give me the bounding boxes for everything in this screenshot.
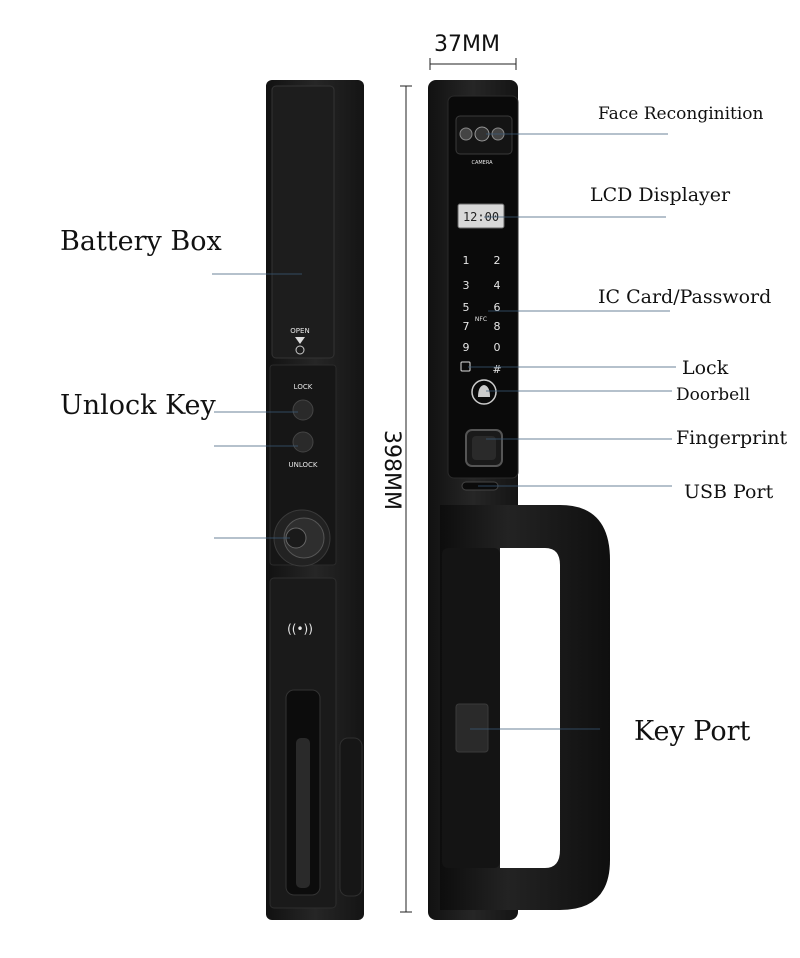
lock-marking: LOCK: [294, 383, 313, 391]
camera-text: CAMERA: [471, 160, 493, 166]
usb-port-label: USB Port: [684, 481, 774, 503]
mortise-latch: [339, 737, 363, 897]
screw-icon: [295, 345, 305, 355]
doorbell-label: Doorbell: [676, 385, 751, 405]
handle-opening: [500, 548, 560, 868]
width-dimension-line: [429, 58, 517, 70]
thumb-turn-knob: [273, 509, 331, 567]
key-1: 1: [463, 254, 470, 267]
key-port-label: Key Port: [634, 716, 751, 747]
inner-lock-body: OPEN LOCK UNLOCK ((•)): [266, 80, 364, 920]
bell-glyph-icon: [478, 385, 490, 397]
camera-module: CAMERA: [455, 115, 513, 166]
battery-box: [271, 85, 335, 359]
unlock-key-button: [292, 431, 314, 453]
lcd-displayer-label: LCD Displayer: [590, 184, 731, 206]
nfc-marking: NFC: [475, 316, 487, 323]
key-2: 2: [494, 254, 501, 267]
lcd-screen: [457, 203, 505, 229]
lcd-time: 12:00: [463, 210, 499, 224]
open-indicator: OPEN: [290, 327, 310, 355]
lock-label: Lock: [682, 357, 729, 379]
ic-card-password-label: IC Card/Password: [598, 286, 772, 308]
key-9: 9: [463, 341, 470, 354]
battery-box-label: Battery Box: [60, 226, 222, 257]
key-5: 5: [463, 301, 470, 314]
key-port-cover: [455, 703, 489, 753]
leader-lines: [212, 133, 676, 730]
keypad: 1 2 3 4 5 6 NFC 7 8 9 0 #: [460, 254, 502, 376]
unlock-key-label: Unlock Key: [60, 390, 216, 421]
key-hash: #: [492, 363, 501, 376]
unlock-marking: UNLOCK: [289, 461, 318, 469]
key-6: 6: [494, 301, 501, 314]
key-8: 8: [494, 320, 501, 333]
face-recognition-label: Face Reconginition: [598, 104, 764, 124]
key-7: 7: [463, 320, 470, 333]
front-panel: [447, 95, 519, 479]
key-0: 0: [494, 341, 501, 354]
lock-key-button: [292, 399, 314, 421]
width-dimension-label: 37MM: [434, 32, 500, 57]
height-dimension-label: 398MM: [379, 430, 404, 510]
handle-grip-bar: [296, 738, 310, 888]
outer-lock-body: CAMERA 12:00 1 2 3 4 5 6 NFC 7 8 9 0 #: [428, 80, 610, 920]
fingerprint-icon: [472, 436, 496, 460]
fingerprint-label: Fingerprint: [676, 427, 788, 449]
key-4: 4: [494, 279, 501, 292]
nfc-wave-icon: ((•)): [287, 622, 313, 636]
open-text: OPEN: [290, 327, 309, 335]
doorbell-icon: [471, 379, 497, 405]
open-arrow-icon: [295, 337, 305, 344]
lock-key-icon: [460, 361, 471, 372]
height-dimension-line: [400, 85, 412, 913]
key-3: 3: [463, 279, 470, 292]
